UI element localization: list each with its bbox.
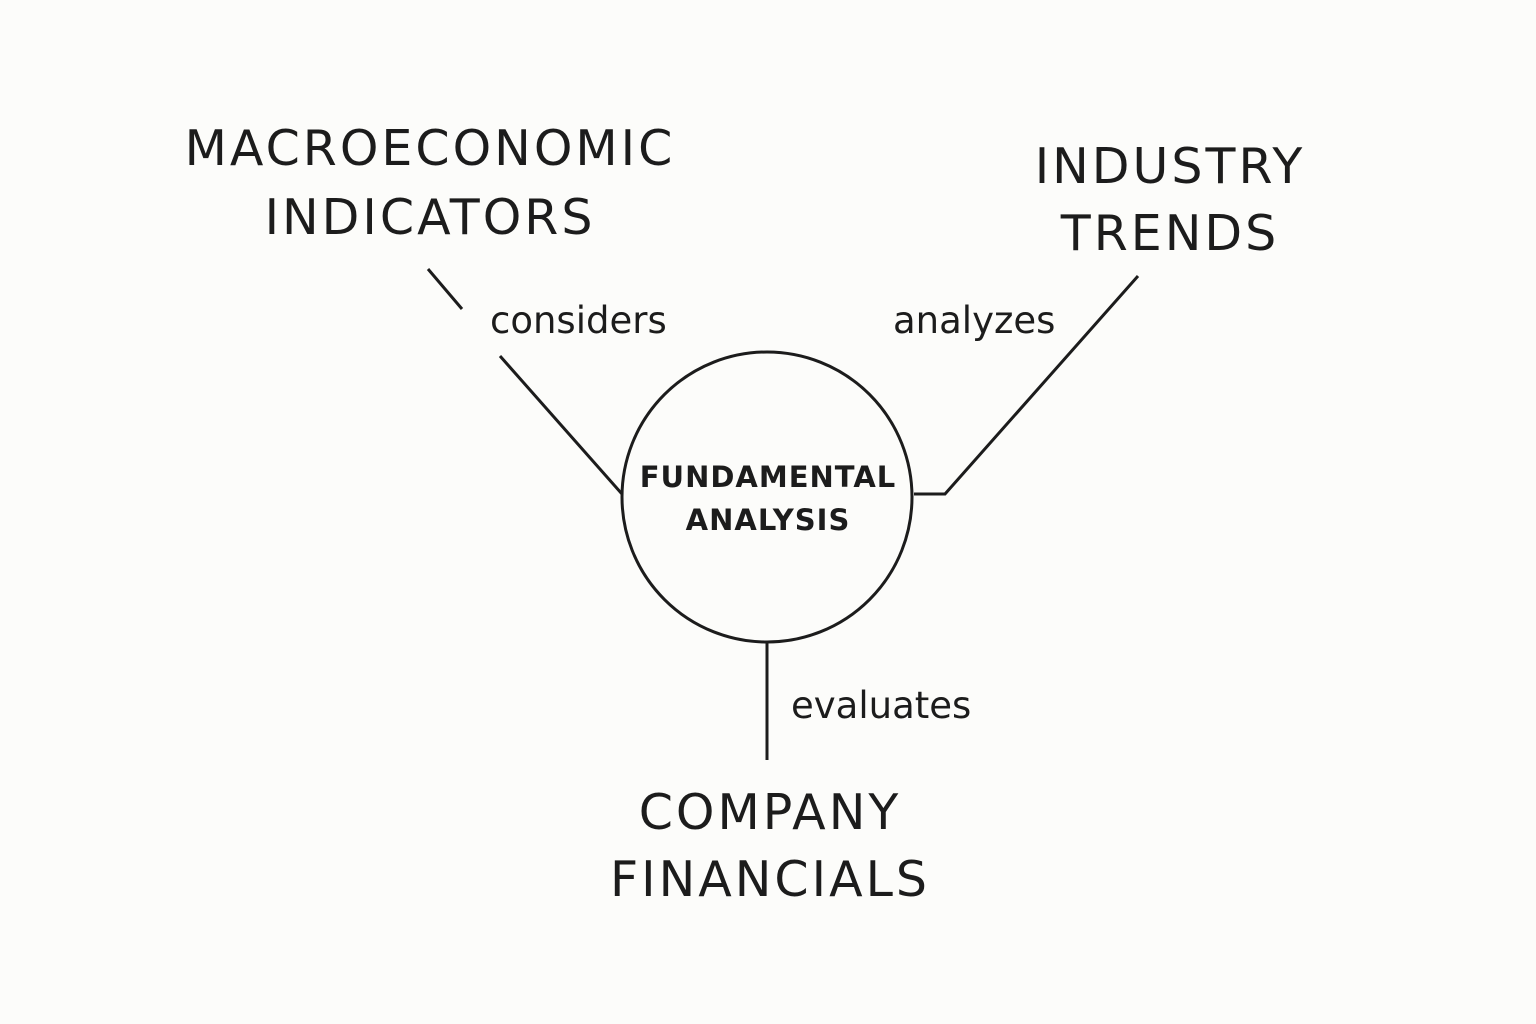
industry-connector [914, 275, 1140, 496]
macroeconomic-indicators-node: MACROECONOMIC INDICATORS [160, 124, 700, 242]
industry-node-line-2: TRENDS [1060, 205, 1280, 262]
edge-label-considers: considers [490, 299, 667, 342]
macro-connector-upper [426, 268, 464, 310]
macro-connector-lower [498, 355, 624, 495]
industry-trends-node: INDUSTRY TRENDS [1010, 142, 1330, 258]
fundamental-analysis-node: FUNDAMENTAL ANALYSIS [620, 463, 916, 535]
macro-node-line-1: MACROECONOMIC [184, 120, 676, 177]
edge-label-analyzes: analyzes [893, 299, 1056, 342]
edge-label-evaluates: evaluates [791, 684, 972, 727]
macro-node-line-2: INDICATORS [264, 189, 596, 246]
company-financials-node: COMPANY FINANCIALS [580, 788, 960, 904]
center-node-line-2: ANALYSIS [685, 503, 851, 537]
company-node-line-1: COMPANY [638, 784, 902, 841]
center-node-line-1: FUNDAMENTAL [639, 460, 897, 494]
industry-node-line-1: INDUSTRY [1034, 138, 1306, 195]
company-node-line-2: FINANCIALS [609, 851, 931, 908]
